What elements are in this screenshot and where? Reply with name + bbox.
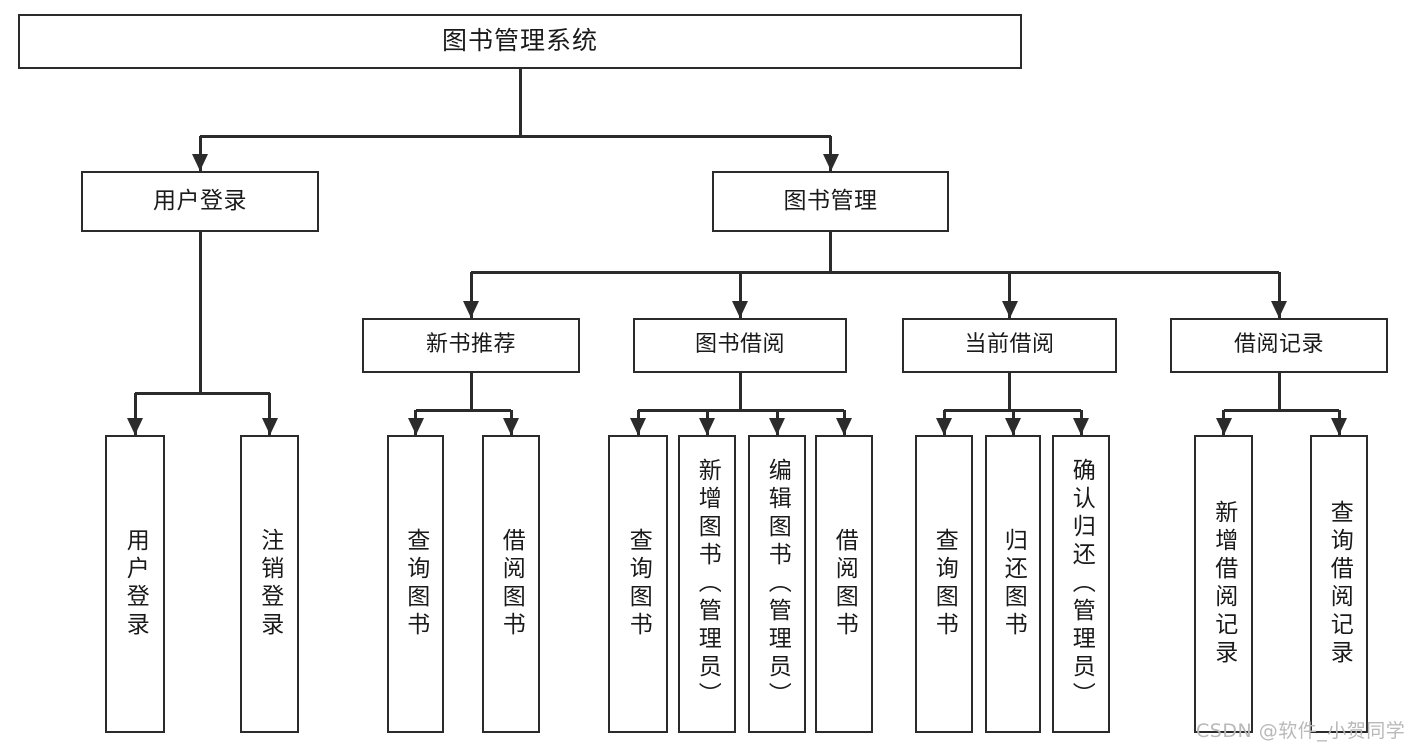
connector-current-borrow-stem	[1008, 373, 1011, 410]
node-leaf-edit-book-label: 编辑图书（管理员）	[764, 458, 791, 710]
arrow-head-icon	[127, 418, 143, 435]
connector-to-user-login	[198, 136, 202, 171]
node-borrow-record[interactable]: 借阅记录	[1170, 318, 1388, 373]
arrow-head-icon	[769, 418, 785, 435]
node-leaf-borrow-book-1[interactable]: 借阅图书	[482, 435, 540, 733]
node-user-login[interactable]: 用户登录	[81, 171, 319, 232]
node-leaf-confirm-return[interactable]: 确认归还（管理员）	[1052, 435, 1110, 733]
node-new-book-recommend-label: 新书推荐	[425, 332, 516, 358]
connector-book-borrow-stem	[738, 373, 742, 410]
node-leaf-edit-book[interactable]: 编辑图书（管理员）	[748, 435, 806, 733]
node-leaf-add-record-label: 新增借阅记录	[1210, 500, 1237, 668]
node-new-book-recommend[interactable]: 新书推荐	[362, 318, 580, 373]
arrow-head-icon	[503, 418, 519, 435]
node-leaf-query-book-2[interactable]: 查询图书	[608, 435, 668, 733]
node-leaf-query-record[interactable]: 查询借阅记录	[1310, 435, 1368, 733]
arrow-head-icon	[261, 418, 278, 435]
arrow-head-icon	[836, 418, 852, 435]
connector-user-login-stem	[198, 232, 202, 393]
node-leaf-add-record[interactable]: 新增借阅记录	[1194, 435, 1253, 733]
node-book-manage[interactable]: 图书管理	[712, 171, 949, 232]
connector-new-book-recommend-stem	[469, 373, 473, 410]
arrow-head-icon	[1001, 301, 1018, 318]
node-leaf-user-login-label: 用户登录	[122, 528, 149, 640]
node-user-login-label: 用户登录	[153, 188, 247, 215]
node-book-manage-label: 图书管理	[783, 188, 878, 215]
node-book-borrow[interactable]: 图书借阅	[633, 318, 847, 373]
node-leaf-borrow-book-2-label: 借阅图书	[831, 528, 858, 640]
node-leaf-user-logout[interactable]: 注销登录	[240, 435, 299, 733]
node-leaf-add-book[interactable]: 新增图书（管理员）	[678, 435, 736, 733]
node-current-borrow-label: 当前借阅	[964, 332, 1055, 358]
arrow-head-icon	[1271, 301, 1287, 318]
arrow-head-icon	[822, 154, 839, 171]
connector-bus-book-borrow	[638, 408, 844, 412]
arrow-head-icon	[1331, 418, 1347, 435]
node-root-label: 图书管理系统	[441, 26, 598, 56]
arrow-head-icon	[732, 301, 748, 318]
node-leaf-query-book-3-label: 查询图书	[931, 528, 958, 640]
connector-bus-user-login	[135, 391, 270, 395]
node-leaf-query-book-2-label: 查询图书	[625, 528, 652, 640]
arrow-head-icon	[936, 418, 952, 435]
node-leaf-query-book-1-label: 查询图书	[402, 528, 429, 640]
node-leaf-query-record-label: 查询借阅记录	[1326, 500, 1353, 668]
connector-bus-level2	[200, 134, 831, 138]
connector-borrow-record-stem	[1277, 373, 1281, 410]
node-root[interactable]: 图书管理系统	[18, 14, 1022, 69]
connector-book-manage-stem	[829, 232, 832, 272]
arrow-head-icon	[1073, 418, 1089, 435]
node-leaf-query-book-3[interactable]: 查询图书	[915, 435, 973, 733]
node-leaf-borrow-book-1-label: 借阅图书	[498, 528, 525, 640]
arrow-head-icon	[630, 418, 646, 435]
connector-to-borrow-record	[1277, 272, 1281, 318]
node-leaf-return-book-label: 归还图书	[1000, 528, 1027, 640]
connector-to-current-borrow	[1008, 272, 1011, 318]
arrow-head-icon	[699, 418, 715, 435]
connector-to-book-borrow	[738, 272, 742, 318]
connector-to-book-manage	[829, 136, 832, 171]
arrow-head-icon	[1005, 418, 1021, 435]
node-book-borrow-label: 图书借阅	[694, 332, 785, 358]
arrow-head-icon	[407, 418, 424, 435]
node-leaf-query-book-1[interactable]: 查询图书	[387, 435, 444, 733]
connector-root-stem	[518, 69, 522, 136]
arrow-head-icon	[1215, 418, 1232, 435]
arrow-head-icon	[463, 301, 479, 318]
node-leaf-confirm-return-label: 确认归还（管理员）	[1068, 458, 1095, 710]
connector-to-leaf-user-login	[133, 393, 137, 435]
node-current-borrow[interactable]: 当前借阅	[902, 318, 1117, 373]
connector-bus-level3	[471, 270, 1279, 274]
node-leaf-user-login[interactable]: 用户登录	[105, 435, 165, 733]
node-leaf-user-logout-label: 注销登录	[256, 528, 283, 640]
arrow-head-icon	[192, 154, 208, 171]
connector-bus-new-book-recommend	[415, 408, 511, 412]
connector-bus-borrow-record	[1223, 408, 1339, 412]
connector-to-leaf-user-logout	[268, 393, 271, 435]
node-leaf-return-book[interactable]: 归还图书	[985, 435, 1041, 733]
connector-to-new-book-recommend	[469, 272, 473, 318]
node-borrow-record-label: 借阅记录	[1233, 332, 1324, 358]
node-leaf-add-book-label: 新增图书（管理员）	[694, 458, 721, 710]
node-leaf-borrow-book-2[interactable]: 借阅图书	[815, 435, 873, 733]
